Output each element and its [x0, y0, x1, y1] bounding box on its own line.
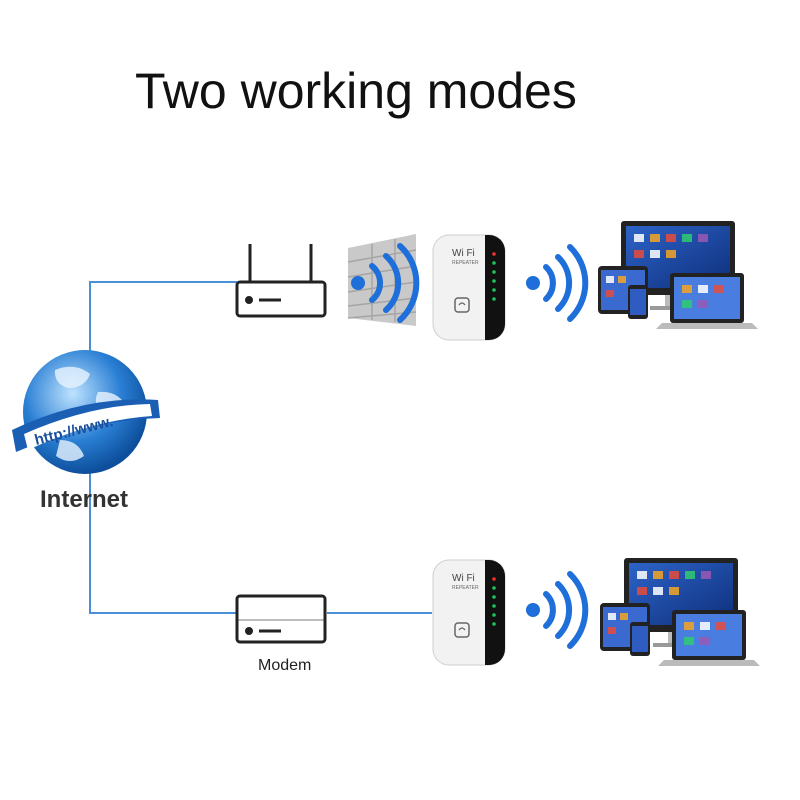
repeater-icon: Wi Fi REPEATER — [432, 234, 506, 341]
wifi-signal-icon — [526, 571, 589, 649]
line-to-modem — [89, 470, 237, 614]
modem-label: Modem — [258, 657, 312, 674]
globe-icon: http://www. — [12, 350, 160, 474]
modem-icon — [235, 594, 327, 644]
repeater-brand-text: Wi Fi — [452, 248, 475, 259]
wifi-signal-icon — [526, 244, 589, 322]
repeater-sub-text: REPEATER — [452, 260, 479, 266]
connection-lines — [89, 281, 432, 614]
wall-icon — [347, 234, 420, 326]
repeater-sub-text: REPEATER — [452, 585, 479, 591]
line-to-router — [89, 281, 237, 360]
devices-icon — [600, 558, 760, 666]
repeater-icon: Wi Fi REPEATER — [432, 559, 506, 666]
router-icon — [235, 244, 327, 318]
devices-icon — [598, 221, 758, 329]
internet-label: Internet — [40, 486, 129, 513]
repeater-brand-text: Wi Fi — [452, 573, 475, 584]
page-title: Two working modes — [135, 63, 577, 119]
